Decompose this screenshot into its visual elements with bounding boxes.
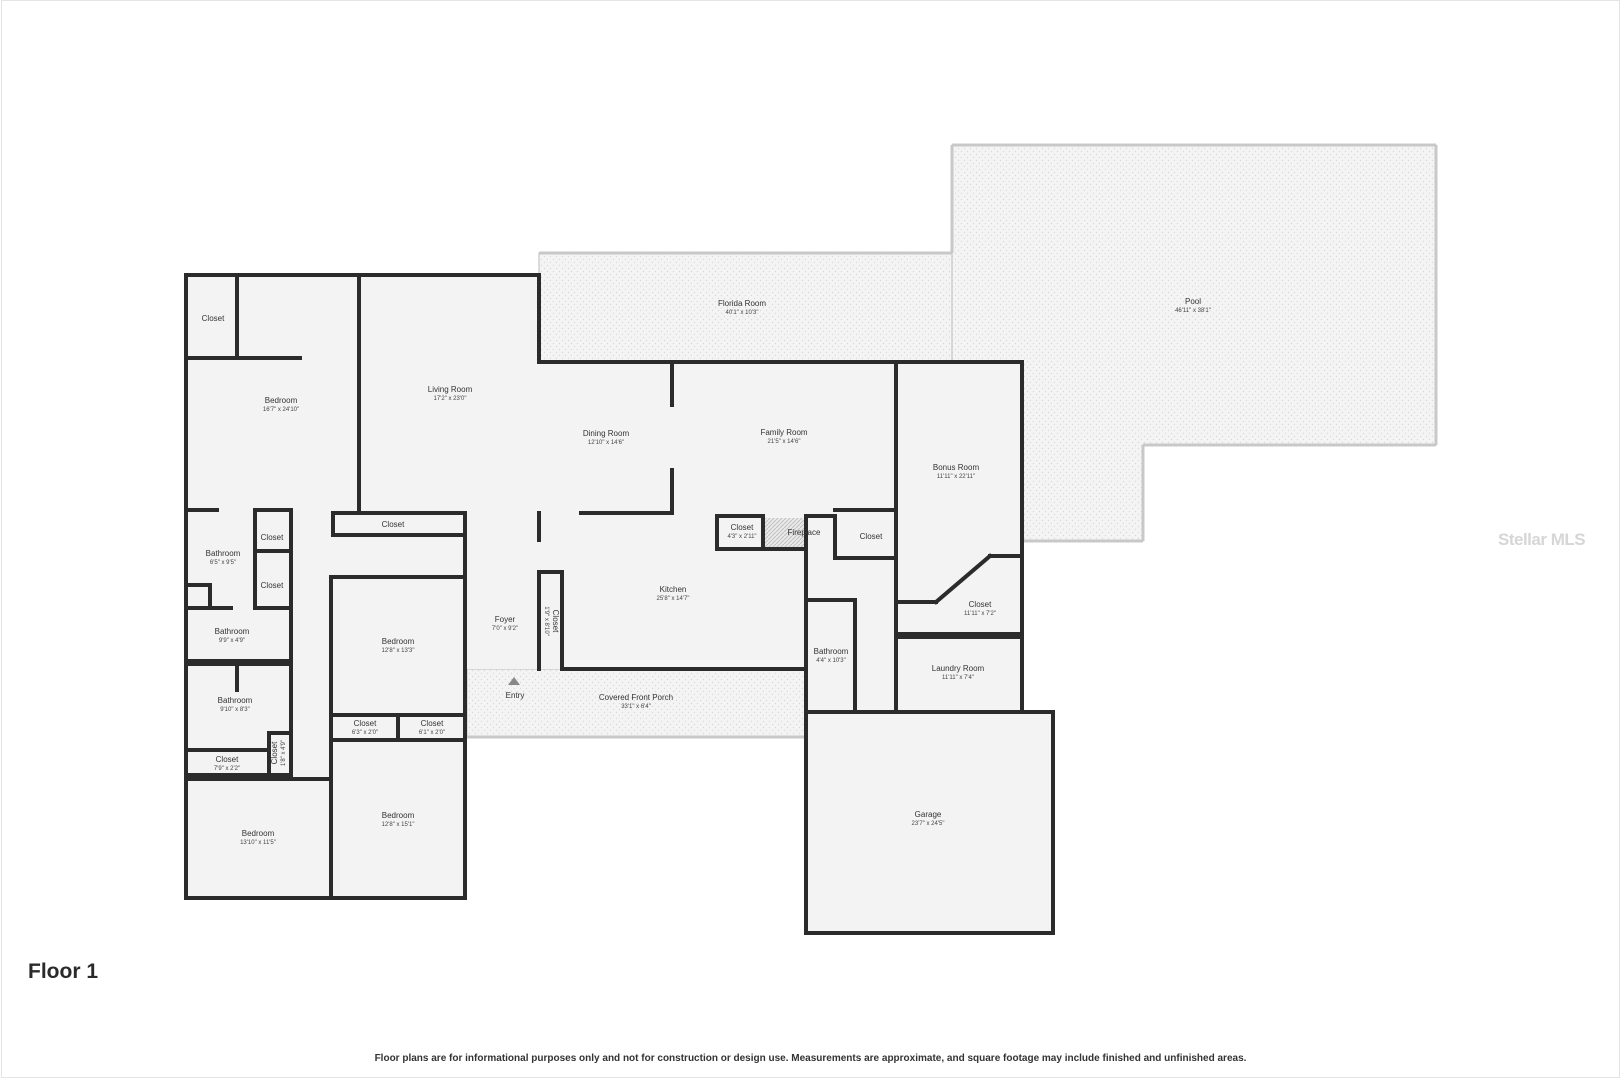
garage-label: Garage: [915, 810, 942, 819]
bedroom-4-dims: 13'10" x 11'5": [240, 840, 276, 846]
bathroom-3-dims: 9'10" x 8'3": [220, 707, 250, 713]
closet-small-left-label: Closet: [216, 755, 239, 764]
room-labels: Pool 46'11" x 38'1" Florida Room 40'1" x…: [202, 297, 1211, 846]
bedroom-2-dims: 12'8" x 13'3": [382, 648, 415, 654]
closet-vertical-dims: 1'8" x 4'9": [281, 740, 287, 766]
master-closet-label: Closet: [202, 314, 225, 323]
living-room-label: Living Room: [428, 385, 473, 394]
pool-dims: 46'11" x 38'1": [1175, 308, 1211, 314]
hall-closet-label: Closet: [382, 520, 405, 529]
closet-small-left-dims: 7'9" x 2'2": [214, 766, 240, 772]
family-closet-label: Closet: [860, 532, 883, 541]
bedroom-master-dims: 16'7" x 24'10": [263, 407, 299, 413]
garage-dims: 23'7" x 24'5": [912, 821, 945, 827]
bedroom-3-dims: 12'8" x 15'1": [382, 822, 415, 828]
watermark: Stellar MLS: [1498, 530, 1586, 549]
closet-a-label: Closet: [261, 533, 284, 542]
family-room-label: Family Room: [760, 428, 807, 437]
kitchen-dims: 25'8" x 14'7": [657, 596, 690, 602]
bonus-closet-dims: 11'11" x 7'2": [964, 611, 996, 617]
closet-bed3-dims: 6'1" x 2'0": [419, 730, 445, 736]
foyer-closet-label: Closet: [551, 610, 560, 633]
pool-area: [951, 144, 1437, 542]
floor-title: Floor 1: [28, 960, 99, 983]
window-lines: [467, 143, 1438, 739]
bonus-room-label: Bonus Room: [933, 463, 980, 472]
bathroom-center-dims: 4'4" x 10'3": [816, 658, 846, 664]
living-room-dims: 17'2" x 23'0": [434, 396, 467, 402]
fireplace-label: Fireplace: [788, 528, 821, 537]
kitchen-label: Kitchen: [660, 585, 687, 594]
closet-bed3-label: Closet: [421, 719, 444, 728]
interior-fill: [186, 275, 1053, 933]
florida-room-dims: 40'1" x 10'3": [726, 310, 759, 316]
disclaimer: Floor plans are for informational purpos…: [374, 1053, 1247, 1064]
bathroom-3-label: Bathroom: [218, 696, 253, 705]
bathroom-master-dims: 6'5" x 9'5": [210, 560, 236, 566]
bedroom-2-label: Bedroom: [382, 637, 415, 646]
bedroom-4-label: Bedroom: [242, 829, 275, 838]
covered-porch-label: Covered Front Porch: [599, 693, 673, 702]
bathroom-2-label: Bathroom: [215, 627, 250, 636]
foyer-closet-dims: 1'9" x 8'10": [543, 606, 549, 636]
family-room-dims: 21'5" x 14'6": [768, 439, 801, 445]
dining-room-label: Dining Room: [583, 429, 630, 438]
bathroom-master-label: Bathroom: [206, 549, 241, 558]
bathroom-2-dims: 9'9" x 4'9": [219, 638, 245, 644]
covered-porch-dims: 33'1" x 6'4": [621, 704, 651, 710]
bonus-closet-label: Closet: [969, 600, 992, 609]
bedroom-master-label: Bedroom: [265, 396, 298, 405]
laundry-room-label: Laundry Room: [932, 664, 985, 673]
pool-label: Pool: [1185, 297, 1201, 306]
foyer-label: Foyer: [495, 615, 516, 624]
bonus-room-dims: 11'11" x 22'11": [937, 474, 975, 480]
closet-vertical-label: Closet: [270, 741, 279, 764]
closet-bed2-dims: 6'3" x 2'0": [352, 730, 378, 736]
walls: [184, 273, 1055, 935]
kitchen-closet-label: Closet: [731, 523, 754, 532]
closet-b-label: Closet: [261, 581, 284, 590]
bathroom-center-label: Bathroom: [814, 647, 849, 656]
foyer-dims: 7'0" x 9'2": [492, 626, 518, 632]
bedroom-3-label: Bedroom: [382, 811, 415, 820]
closet-bed2-label: Closet: [354, 719, 377, 728]
laundry-room-dims: 11'11" x 7'4": [942, 675, 974, 681]
covered-porch-area: [466, 668, 806, 738]
fireplace-hatch: [765, 518, 804, 547]
florida-room-label: Florida Room: [718, 299, 766, 308]
kitchen-closet-dims: 4'3" x 2'11": [727, 534, 756, 540]
outdoor-areas: [466, 144, 1437, 738]
entry-arrow-icon: [508, 677, 520, 685]
florida-room-area: [538, 252, 953, 363]
entry-label: Entry: [506, 691, 525, 700]
dining-room-dims: 12'10" x 14'6": [588, 440, 624, 446]
